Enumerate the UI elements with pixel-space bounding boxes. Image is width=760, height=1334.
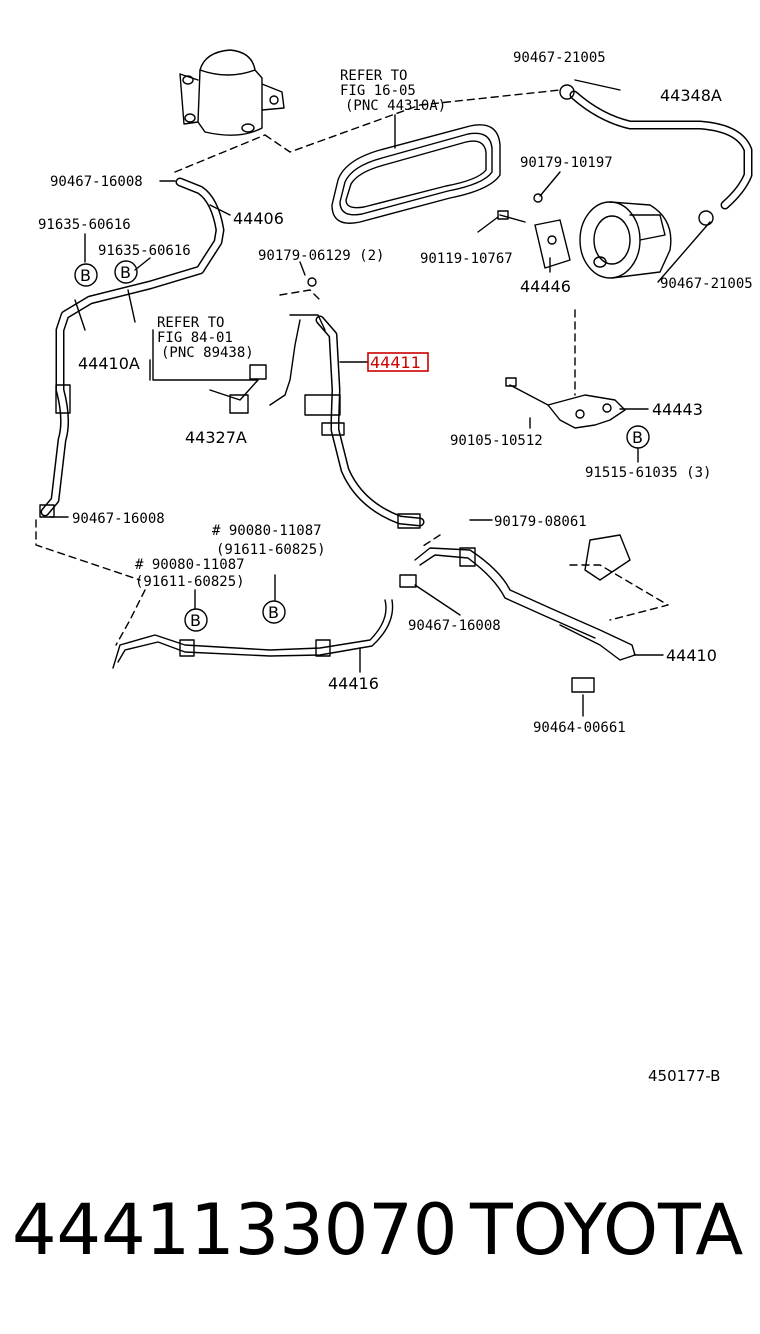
label-90467-16008-c: 90467-16008 <box>408 618 501 634</box>
label-90464-00661: 90464-00661 <box>533 720 626 736</box>
part-number: 4441133070 <box>12 1189 458 1271</box>
label-90179-06129: 90179-06129 (2) <box>258 248 384 264</box>
label-90080-a: # 90080-11087 <box>212 523 322 539</box>
label-refer-fig-2: FIG 84-01 <box>157 330 233 346</box>
label-91635-b: 91635-60616 <box>98 243 191 259</box>
label-refer-belt-2: FIG 16-05 <box>340 83 416 99</box>
label-91611-a: (91611-60825) <box>216 542 326 558</box>
label-91611-b: (91611-60825) <box>135 574 245 590</box>
label-44446: 44446 <box>520 277 571 296</box>
diagram-code: 450177-B <box>648 1067 721 1085</box>
label-90467-16008-b: 90467-16008 <box>72 511 165 527</box>
label-refer-belt-1: REFER TO <box>340 68 407 84</box>
highlight-box <box>367 352 429 372</box>
label-refer-belt-3: (PNC 44310A) <box>345 98 446 114</box>
b-circle <box>262 600 286 624</box>
label-90467-16008-a: 90467-16008 <box>50 174 143 190</box>
b-circle <box>114 260 138 284</box>
label-44410: 44410 <box>666 646 717 665</box>
label-44348a: 44348A <box>660 86 722 105</box>
label-44410a: 44410A <box>78 354 140 373</box>
label-90080-b: # 90080-11087 <box>135 557 245 573</box>
brand-name: TOYOTA <box>470 1189 744 1271</box>
label-refer-fig-1: REFER TO <box>157 315 224 331</box>
bracket-icon <box>505 377 626 429</box>
label-91515-61035: 91515-61035 (3) <box>585 465 711 481</box>
label-44416: 44416 <box>328 674 379 693</box>
power-steering-pump-icon <box>534 201 672 279</box>
label-90105-10512: 90105-10512 <box>450 433 543 449</box>
label-44411: 44411 <box>370 353 421 372</box>
label-90467-21005-top: 90467-21005 <box>513 50 606 66</box>
b-circle <box>184 608 208 632</box>
b-circle <box>626 425 650 449</box>
label-refer-fig-3: (PNC 89438) <box>161 345 254 361</box>
b-label: B <box>268 603 279 622</box>
b-circle <box>74 263 98 287</box>
label-44327a: 44327A <box>185 428 247 447</box>
drive-belt-icon <box>331 124 501 224</box>
label-90119-10767: 90119-10767 <box>420 251 513 267</box>
label-90467-21005-right: 90467-21005 <box>660 276 753 292</box>
b-label: B <box>120 263 131 282</box>
footer-caption: 4441133070 TOYOTA <box>0 1180 760 1290</box>
reservoir-tank-icon <box>179 49 285 136</box>
bolt-symbols: B B B B B <box>74 260 650 632</box>
b-label: B <box>632 428 643 447</box>
label-91635-a: 91635-60616 <box>38 217 131 233</box>
b-label: B <box>80 266 91 285</box>
label-90179-08061: 90179-08061 <box>494 514 587 530</box>
b-label: B <box>190 611 201 630</box>
label-44443: 44443 <box>652 400 703 419</box>
label-90179-10197: 90179-10197 <box>520 155 613 171</box>
label-44406: 44406 <box>233 209 284 228</box>
